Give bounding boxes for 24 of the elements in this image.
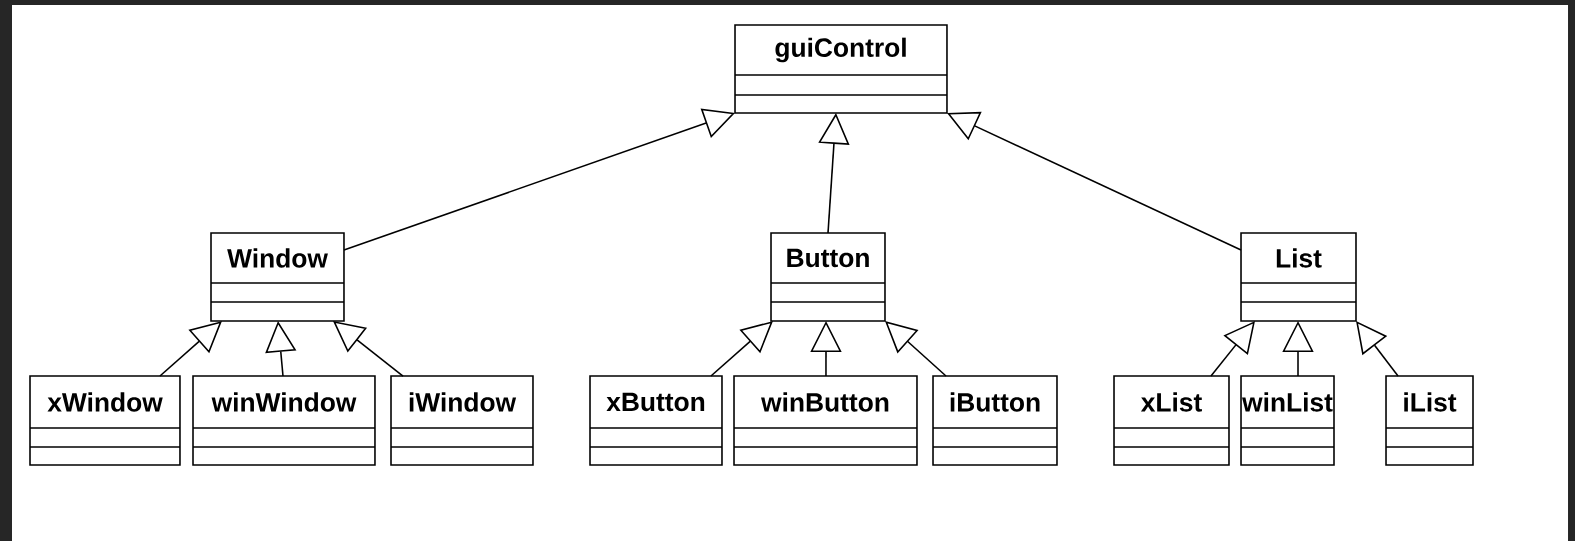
class-box: winWindow: [192, 375, 376, 466]
class-box: iWindow: [390, 375, 534, 466]
class-box: xList: [1113, 375, 1230, 466]
class-box: iList: [1385, 375, 1474, 466]
inheritance-arrow: [159, 321, 222, 377]
inheritance-arrow: [1282, 321, 1314, 377]
class-box: xButton: [589, 375, 723, 466]
inheritance-arrow: [810, 321, 842, 377]
inheritance-arrow: [333, 321, 404, 377]
inheritance-arrow: [818, 113, 850, 234]
inheritance-arrow: [343, 108, 735, 251]
inheritance-arrow: [947, 111, 1242, 251]
class-box: xWindow: [29, 375, 181, 466]
class-box: Window: [210, 232, 345, 322]
class-box: guiControl: [734, 24, 948, 114]
inheritance-arrow: [1356, 321, 1399, 377]
inheritance-arrow: [1210, 321, 1255, 377]
class-box: winList: [1240, 375, 1335, 466]
class-box: iButton: [932, 375, 1058, 466]
class-box: List: [1240, 232, 1357, 322]
inheritance-arrow: [710, 321, 773, 377]
inheritance-arrow: [885, 321, 947, 377]
class-box: winButton: [733, 375, 918, 466]
class-box: Button: [770, 232, 886, 322]
